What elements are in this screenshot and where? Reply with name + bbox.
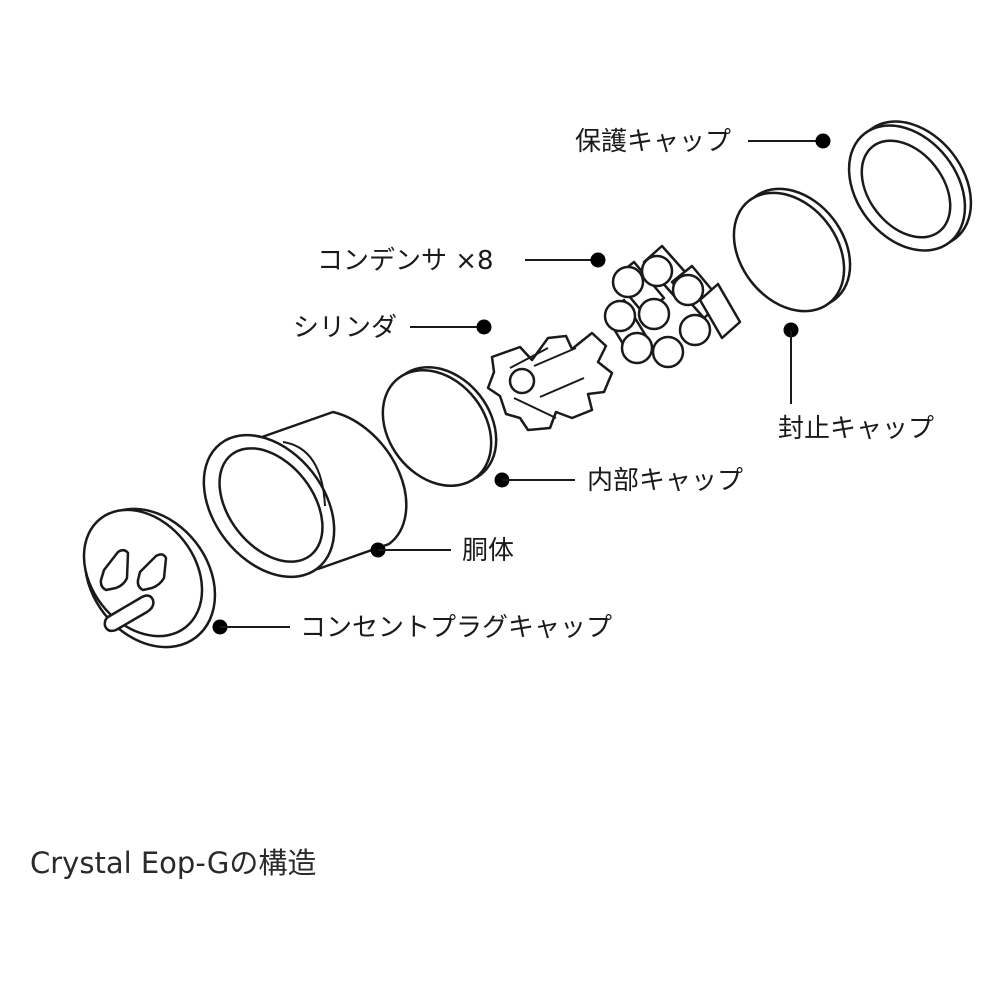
capacitor-1 (611, 265, 645, 299)
seal-cap-part (732, 187, 852, 313)
label-capacitor: コンデンサ ×8 (317, 246, 494, 276)
label-seal-cap: 封止キャップ (778, 414, 934, 444)
body-opening (218, 447, 324, 563)
diagram-caption: Crystal Eop-Gの構造 (30, 846, 317, 880)
plug-prong-left (99, 549, 130, 592)
cylinder-hole-center (508, 367, 536, 395)
callout-inner-cap: 内部キャップ (494, 466, 743, 496)
callout-protective-cap: 保護キャップ (575, 127, 831, 157)
plug-prong-right (136, 553, 168, 592)
plug-cap-part (82, 507, 217, 649)
capacitor-2 (640, 254, 674, 288)
cylinder-body (486, 331, 614, 432)
callout-capacitor: コンデンサ ×8 (317, 246, 606, 276)
body-shell (260, 410, 408, 571)
capacitors-part (603, 244, 742, 369)
leader-dot (815, 133, 831, 149)
leader-dot (476, 319, 492, 335)
capacitor-5 (637, 297, 671, 331)
body-part (202, 410, 408, 579)
label-plug-cap: コンセントプラグキャップ (300, 613, 612, 643)
capacitor-4 (603, 299, 637, 333)
label-cylinder: シリンダ (293, 313, 397, 343)
capacitor-8 (651, 335, 685, 369)
protective-cap-part (847, 120, 973, 252)
callout-plug-cap: コンセントプラグキャップ (212, 613, 612, 643)
label-body: 胴体 (462, 536, 514, 566)
inner-cap-part (381, 365, 498, 488)
body-inner-wall (282, 441, 326, 507)
capacitor-7 (620, 331, 654, 365)
cylinder-slots (509, 347, 585, 419)
seal-cap-face (732, 191, 846, 313)
callout-cylinder: シリンダ (293, 313, 492, 343)
cylinder-part (486, 331, 614, 432)
callout-body: 胴体 (370, 536, 514, 566)
protective-cap-opening (860, 139, 952, 239)
leader-dot (590, 252, 606, 268)
capacitor-6 (678, 313, 712, 347)
plug-ground-pin (103, 594, 155, 633)
label-inner-cap: 内部キャップ (587, 466, 743, 496)
inner-cap-face (381, 368, 493, 488)
label-protective-cap: 保護キャップ (575, 127, 731, 157)
callout-seal-cap: 封止キャップ (778, 322, 934, 444)
capacitor-tube-4 (698, 282, 742, 340)
capacitor-3 (671, 273, 705, 307)
